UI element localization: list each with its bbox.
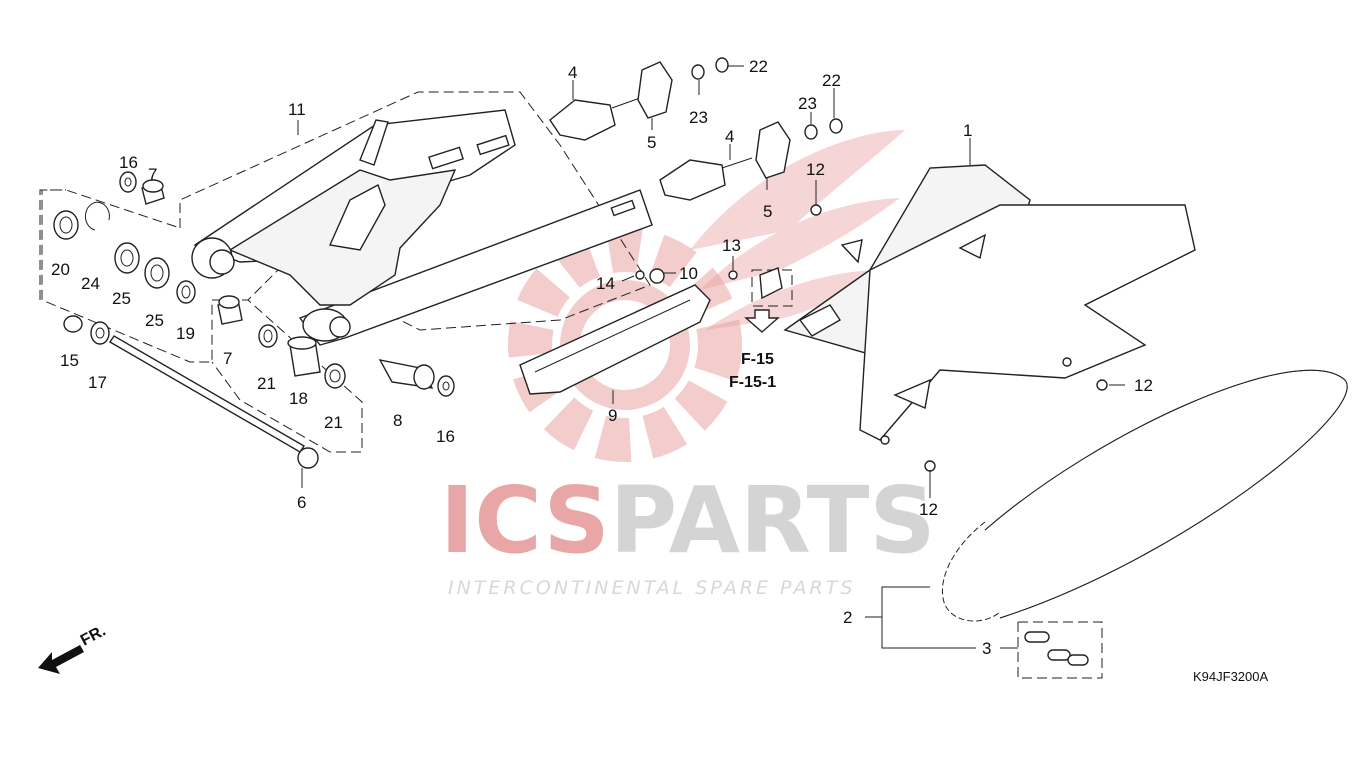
pivot-parts xyxy=(53,171,455,469)
callout-19: 19 xyxy=(176,324,195,343)
callout-5b: 5 xyxy=(763,202,772,221)
callout-12b: 12 xyxy=(1134,376,1153,395)
pivot-group-outline xyxy=(39,189,66,300)
callout-24: 24 xyxy=(81,274,100,293)
chain-adjusters xyxy=(549,57,843,201)
callout-7b: 7 xyxy=(223,349,232,368)
callout-4b: 4 xyxy=(725,127,734,146)
reference-arrow-icon xyxy=(744,309,780,333)
callout-8: 8 xyxy=(393,411,402,430)
watermark-brand: ICSPARTS xyxy=(440,467,936,574)
callout-12c: 12 xyxy=(919,500,938,519)
callout-16a: 16 xyxy=(119,153,138,172)
callout-1: 1 xyxy=(963,121,972,140)
callout-11: 11 xyxy=(288,100,306,119)
drive-chain xyxy=(941,369,1348,622)
callout-23b: 23 xyxy=(798,94,817,113)
chain-joint-outline xyxy=(1017,621,1103,679)
callout-15: 15 xyxy=(60,351,79,370)
ref-f15: F-15 xyxy=(741,351,774,368)
rear-fender xyxy=(728,164,1196,472)
callout-10: 10 xyxy=(679,264,698,283)
diagram-code: K94JF3200A xyxy=(1193,669,1268,684)
callout-25a: 25 xyxy=(112,289,131,308)
callout-22a: 22 xyxy=(749,57,768,76)
callout-14: 14 xyxy=(596,274,615,293)
callout-22b: 22 xyxy=(822,71,841,90)
callout-25b: 25 xyxy=(145,311,164,330)
callout-21a: 21 xyxy=(257,374,276,393)
callout-23a: 23 xyxy=(689,108,708,127)
callout-16b: 16 xyxy=(436,427,455,446)
callout-4a: 4 xyxy=(568,63,577,82)
callout-17: 17 xyxy=(88,373,107,392)
swingarm xyxy=(191,109,653,346)
callout-20: 20 xyxy=(51,260,70,279)
leader-lines xyxy=(297,65,1125,649)
callout-7a: 7 xyxy=(148,165,157,184)
callout-12a: 12 xyxy=(806,160,825,179)
callout-21b: 21 xyxy=(324,413,343,432)
callout-numbers: 1 2 3 4 4 5 5 6 7 7 8 9 10 11 12 12 12 1… xyxy=(51,57,1153,658)
chain-slider xyxy=(519,268,711,395)
callout-3: 3 xyxy=(982,639,991,658)
chain-joint xyxy=(1024,631,1089,666)
bushing-group-outline xyxy=(211,299,363,453)
callout-5a: 5 xyxy=(647,133,656,152)
callout-13: 13 xyxy=(722,236,741,255)
front-direction-arrow-icon xyxy=(38,645,84,674)
callout-18: 18 xyxy=(289,389,308,408)
callout-6: 6 xyxy=(297,493,306,512)
watermark: ICSPARTS INTERCONTINENTAL SPARE PARTS xyxy=(440,130,936,599)
ref-f15-1: F-15-1 xyxy=(729,374,776,391)
callout-9: 9 xyxy=(608,406,617,425)
front-label: FR. xyxy=(78,622,109,649)
callout-2: 2 xyxy=(843,608,852,627)
watermark-tagline: INTERCONTINENTAL SPARE PARTS xyxy=(448,577,855,599)
